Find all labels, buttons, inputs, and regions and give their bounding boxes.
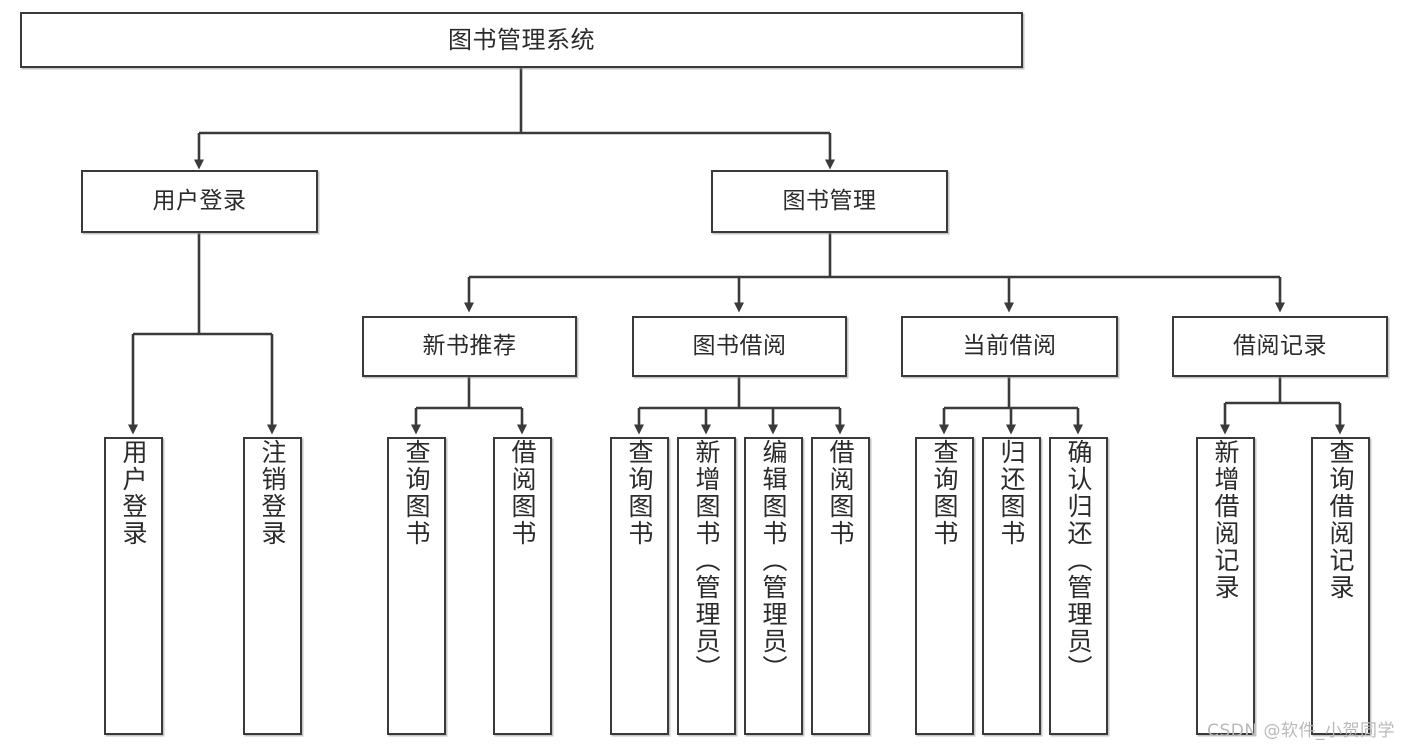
node-book-manage[interactable]: 图书管理 <box>711 170 948 233</box>
node-borrow-record[interactable]: 借阅记录 <box>1172 316 1388 377</box>
node-user-login[interactable]: 用户登录 <box>81 170 318 233</box>
node-label: 注销登录 <box>258 439 287 547</box>
leaf-confirm-return-admin[interactable]: 确认归还（管理员） <box>1049 437 1108 735</box>
node-label: 查询图书 <box>930 439 959 547</box>
leaf-query-book-current[interactable]: 查询图书 <box>915 437 974 735</box>
node-label: 当前借阅 <box>962 332 1057 359</box>
leaf-edit-book-admin[interactable]: 编辑图书（管理员） <box>744 437 803 735</box>
node-label: 新书推荐 <box>422 332 517 359</box>
node-label: 用户登录 <box>119 439 148 547</box>
node-book-borrow[interactable]: 图书借阅 <box>632 316 847 377</box>
node-label: 借阅图书 <box>508 439 537 547</box>
leaf-query-borrow-record[interactable]: 查询借阅记录 <box>1311 437 1370 735</box>
node-label: 图书借阅 <box>692 332 787 359</box>
node-label: 查询借阅记录 <box>1326 439 1355 601</box>
node-new-book-recommend[interactable]: 新书推荐 <box>362 316 577 377</box>
node-label: 用户登录 <box>152 187 247 214</box>
node-label: 图书管理系统 <box>448 25 595 54</box>
node-label: 确认归还（管理员） <box>1064 439 1093 682</box>
node-current-borrow[interactable]: 当前借阅 <box>901 316 1118 377</box>
node-label: 归还图书 <box>997 439 1026 547</box>
leaf-query-book-borrow[interactable]: 查询图书 <box>610 437 669 735</box>
node-label: 查询图书 <box>625 439 654 547</box>
node-label: 借阅图书 <box>826 439 855 547</box>
leaf-logout-login[interactable]: 注销登录 <box>243 437 302 735</box>
leaf-add-book-admin[interactable]: 新增图书（管理员） <box>677 437 736 735</box>
leaf-user-login[interactable]: 用户登录 <box>104 437 163 735</box>
watermark-text: CSDN @软件_小贺同学 <box>1207 721 1395 741</box>
node-label: 查询图书 <box>402 439 431 547</box>
leaf-borrow-book-recommend[interactable]: 借阅图书 <box>493 437 552 735</box>
leaf-query-book-recommend[interactable]: 查询图书 <box>387 437 446 735</box>
node-label: 图书管理 <box>782 187 877 214</box>
node-root-system[interactable]: 图书管理系统 <box>20 12 1023 68</box>
leaf-borrow-book[interactable]: 借阅图书 <box>811 437 870 735</box>
node-label: 借阅记录 <box>1233 332 1327 359</box>
node-label: 编辑图书（管理员） <box>759 439 788 682</box>
node-label: 新增借阅记录 <box>1211 439 1240 601</box>
leaf-return-book[interactable]: 归还图书 <box>982 437 1041 735</box>
leaf-add-borrow-record[interactable]: 新增借阅记录 <box>1196 437 1255 735</box>
node-label: 新增图书（管理员） <box>692 439 721 682</box>
